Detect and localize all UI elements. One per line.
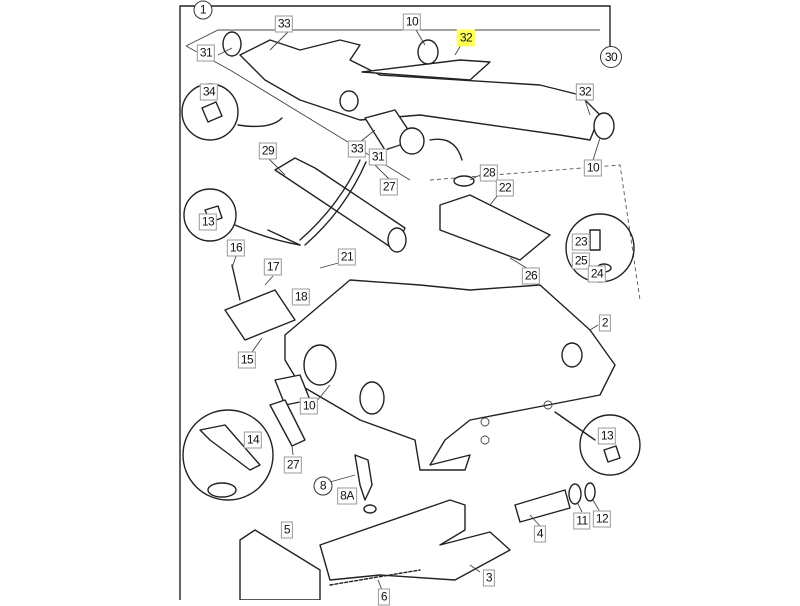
part-label-8a[interactable]: 8A	[337, 487, 357, 505]
part-label-24[interactable]: 24	[587, 265, 607, 283]
part-label-13[interactable]: 13	[198, 213, 218, 231]
part-label-10[interactable]: 10	[583, 159, 603, 177]
part-label-13[interactable]: 13	[597, 427, 617, 445]
part-label-33[interactable]: 33	[347, 140, 367, 158]
part-label-12[interactable]: 12	[592, 510, 612, 528]
part-label-6[interactable]: 6	[377, 588, 391, 606]
part-label-10[interactable]: 10	[402, 13, 422, 31]
part-label-3[interactable]: 3	[482, 569, 496, 587]
lower-parts	[239, 399, 596, 600]
detail-circle-13-bottom	[579, 414, 641, 476]
part-label-21[interactable]: 21	[337, 248, 357, 266]
callout-8[interactable]: 8	[313, 476, 333, 496]
main-frame	[224, 279, 616, 471]
part-label-2[interactable]: 2	[598, 314, 612, 332]
part-label-26[interactable]: 26	[521, 267, 541, 285]
callout-30[interactable]: 30	[600, 46, 622, 68]
part-label-22[interactable]: 22	[495, 179, 515, 197]
part-label-28[interactable]: 28	[479, 164, 499, 182]
part-label-23[interactable]: 23	[571, 233, 591, 251]
detail-circle-13-top	[183, 188, 237, 242]
part-label-29[interactable]: 29	[258, 142, 278, 160]
part-label-25[interactable]: 25	[571, 252, 591, 270]
part-label-31[interactable]: 31	[196, 44, 216, 62]
part-label-27[interactable]: 27	[283, 456, 303, 474]
part-label-33[interactable]: 33	[274, 15, 294, 33]
part-label-10[interactable]: 10	[299, 397, 319, 415]
part-label-27[interactable]: 27	[379, 178, 399, 196]
part-label-4[interactable]: 4	[533, 525, 547, 543]
part-label-32[interactable]: 32	[575, 83, 595, 101]
part-label-5[interactable]: 5	[280, 521, 294, 539]
part-label-31[interactable]: 31	[368, 148, 388, 166]
part-label-32-highlighted[interactable]: 32	[456, 29, 476, 47]
frame-border	[179, 5, 611, 600]
callout-1[interactable]: 1	[193, 0, 213, 20]
upper-arm-assembly	[222, 31, 615, 161]
pin-and-hose	[274, 157, 407, 253]
group-bracket	[185, 29, 600, 47]
part-label-17[interactable]: 17	[263, 258, 283, 276]
detail-circle-14	[182, 409, 274, 501]
part-label-11[interactable]: 11	[573, 512, 591, 530]
part-label-34[interactable]: 34	[199, 83, 219, 101]
part-label-15[interactable]: 15	[237, 351, 257, 369]
part-label-14[interactable]: 14	[243, 431, 263, 449]
part-label-18[interactable]: 18	[291, 288, 311, 306]
part-label-16[interactable]: 16	[226, 239, 246, 257]
